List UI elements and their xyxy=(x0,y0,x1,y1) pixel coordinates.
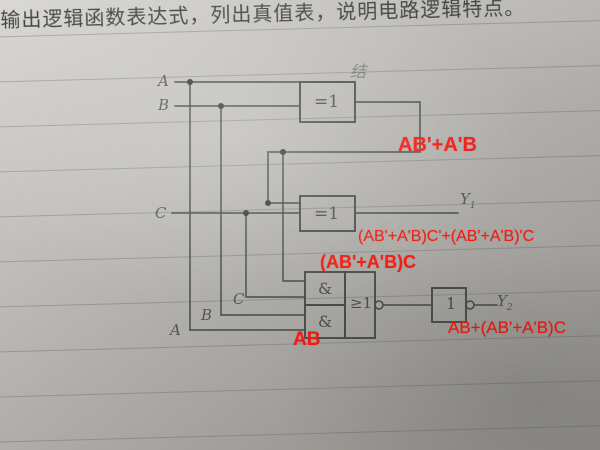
annotation-xor1-output: AB'+A'B xyxy=(398,134,477,156)
output-label-y1: Y1 xyxy=(460,190,476,211)
nor-gate-symbol: ≥1 xyxy=(350,294,373,312)
and-gate-2-symbol: & xyxy=(318,312,333,331)
output-label-y2: Y2 xyxy=(497,292,513,313)
branch-label-c: C xyxy=(233,290,245,308)
output-y2-letter: Y xyxy=(497,292,507,310)
xor-gate-1-symbol: =1 xyxy=(314,92,340,112)
and-gate-1-symbol: & xyxy=(318,279,333,298)
output-y2-subscript: 2 xyxy=(506,303,513,313)
input-label-a: A xyxy=(158,72,169,90)
branch-label-a: A xyxy=(170,321,181,339)
inverter-gate-symbol: 1 xyxy=(446,294,457,313)
faint-handwritten-mark: 结 xyxy=(350,62,367,81)
annotation-final-output: AB+(AB'+A'B)C xyxy=(448,318,566,337)
xor-gate-2-symbol: =1 xyxy=(314,204,340,224)
annotation-and2-output: AB xyxy=(293,329,321,350)
input-label-b: B xyxy=(158,96,170,114)
input-label-c: C xyxy=(155,204,167,222)
branch-label-b: B xyxy=(201,306,213,324)
output-y1-subscript: 1 xyxy=(469,201,476,211)
output-y1-letter: Y xyxy=(460,190,470,208)
annotation-xor2-output: (AB'+A'B)C'+(AB'+A'B)'C xyxy=(358,228,535,245)
annotation-and1-output: (AB'+A'B)C xyxy=(320,252,417,272)
